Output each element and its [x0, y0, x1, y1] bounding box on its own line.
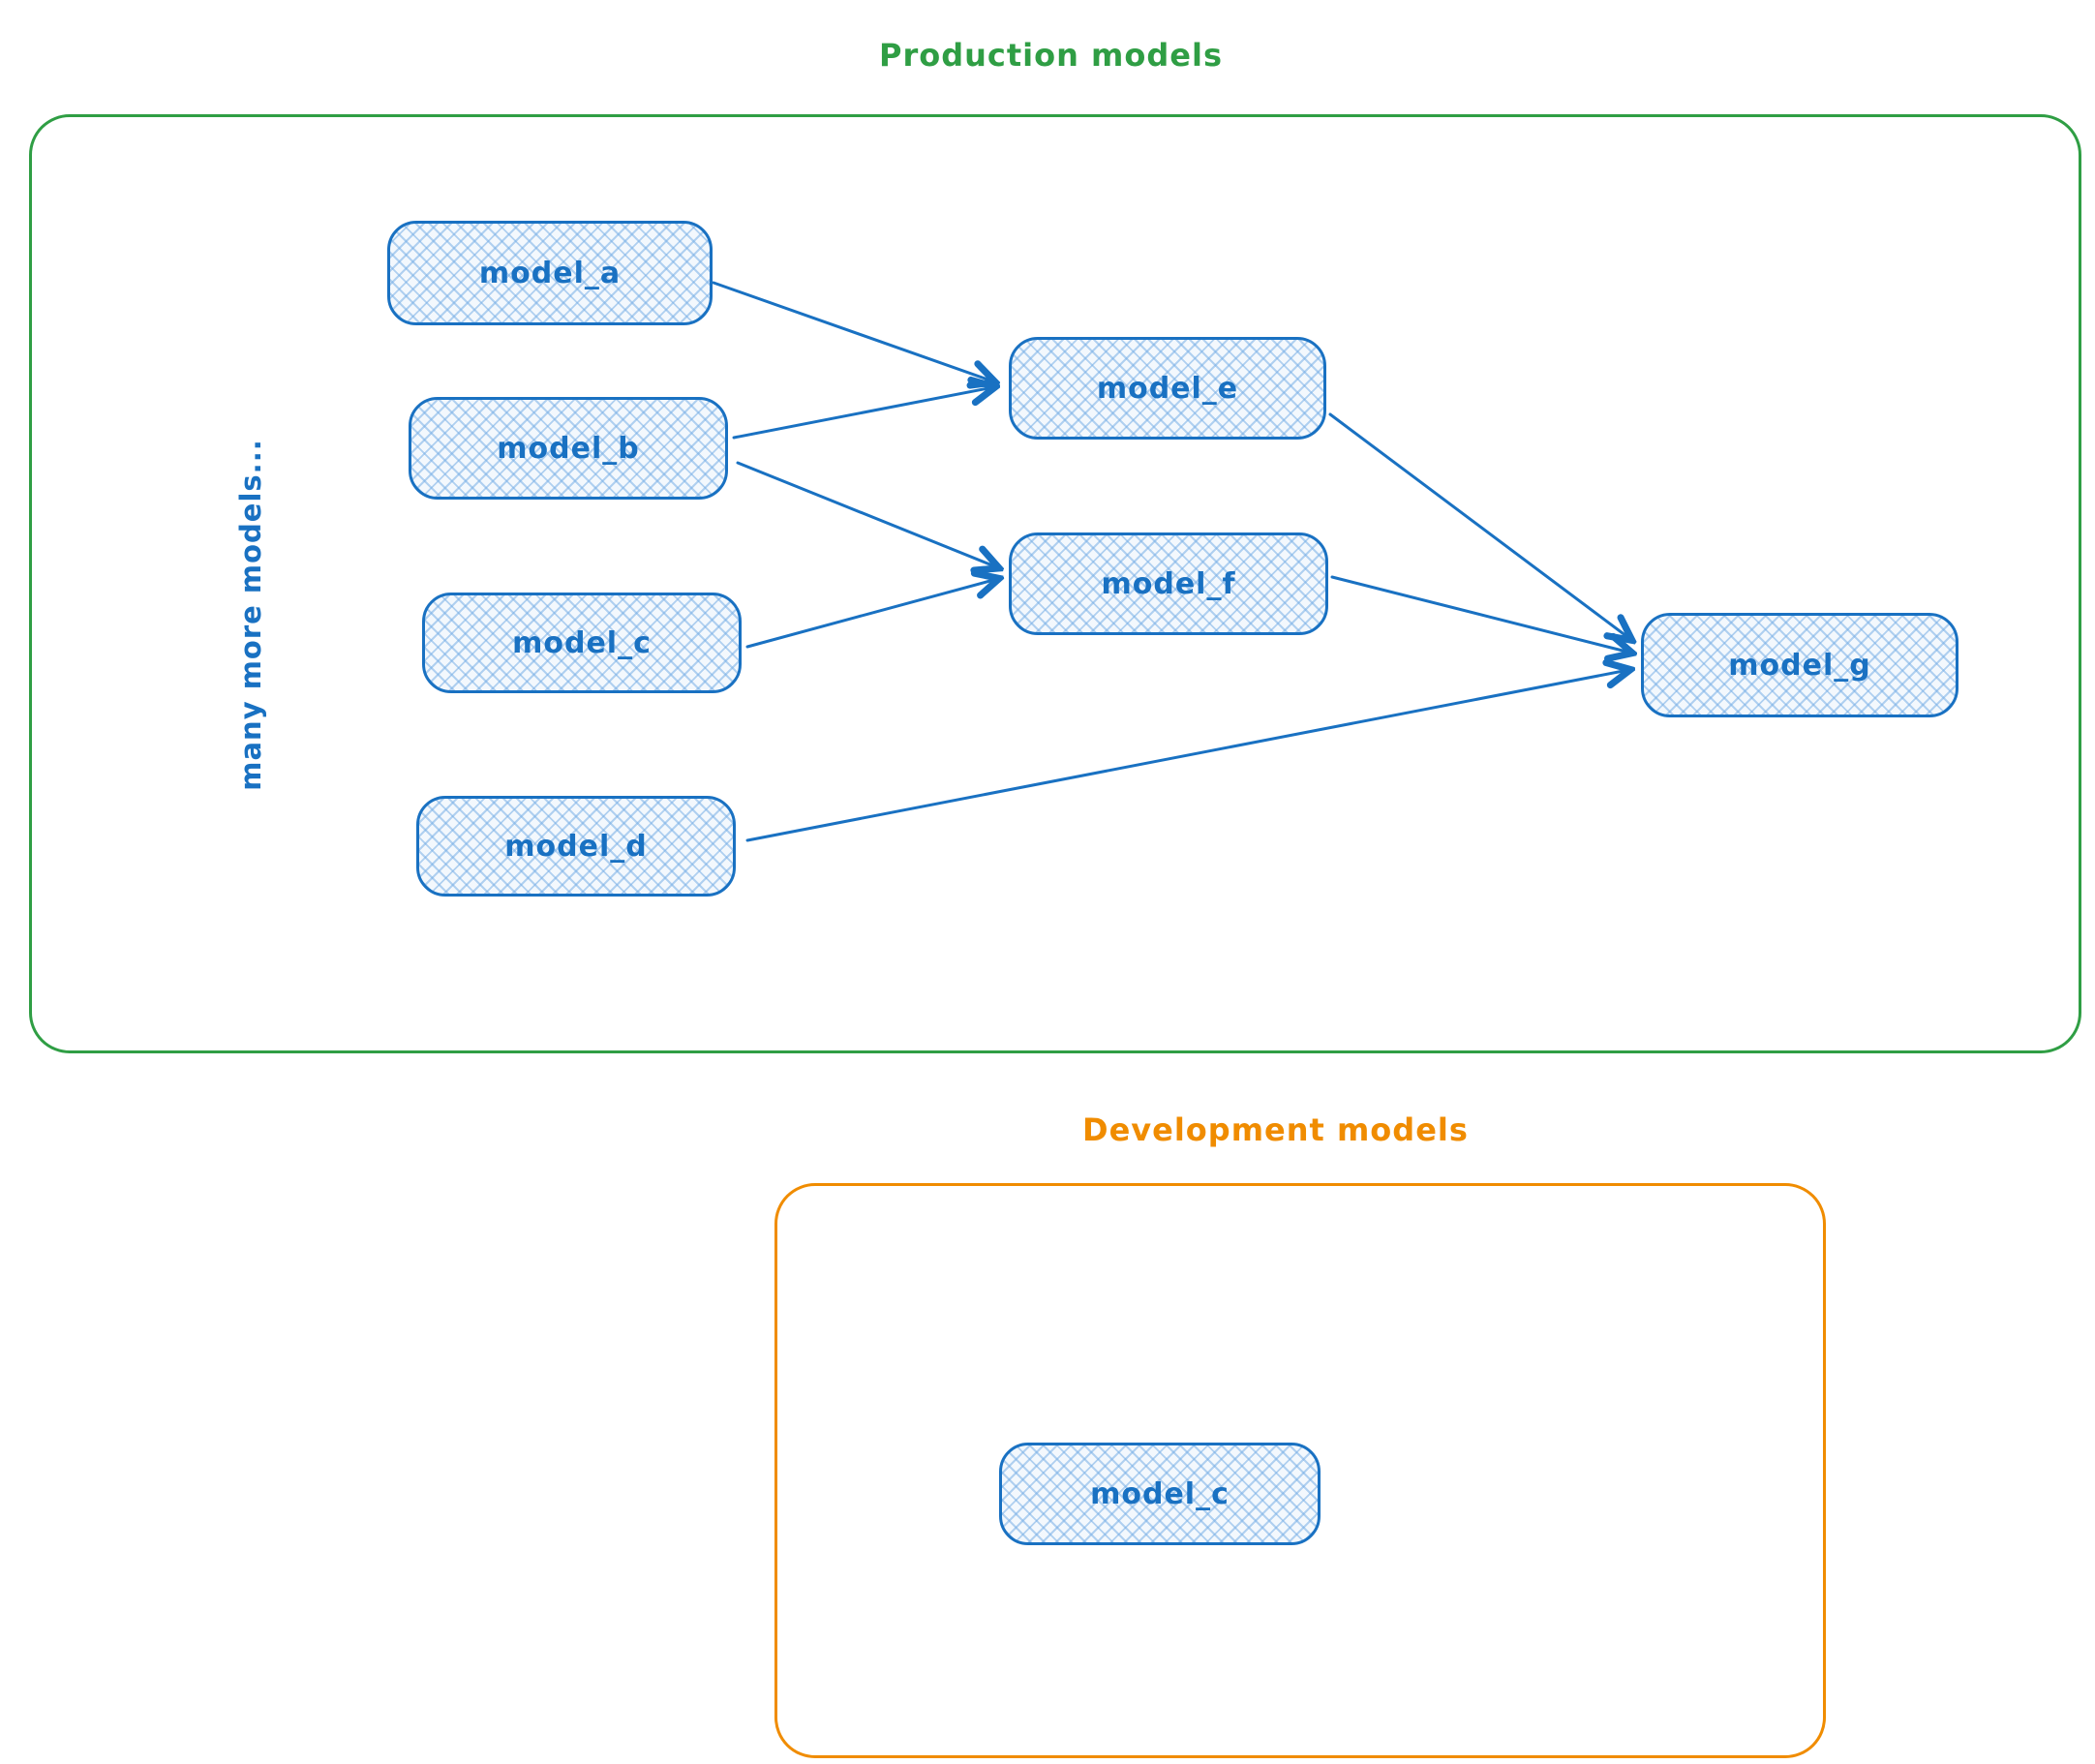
- many-more-models-note: many more models...: [234, 439, 267, 791]
- node-model_b: model_b: [409, 397, 728, 500]
- node-model_g: model_g: [1641, 613, 1958, 717]
- production-group-box: [29, 114, 2081, 1053]
- node-model_a-label: model_a: [478, 256, 622, 290]
- node-model_e-label: model_e: [1096, 371, 1239, 406]
- node-model_c-dev-label: model_c: [1090, 1476, 1230, 1511]
- node-model_c-label: model_c: [512, 625, 652, 660]
- development-group-box: [774, 1183, 1826, 1758]
- node-model_c-dev: model_c: [999, 1443, 1321, 1545]
- node-model_g-label: model_g: [1728, 648, 1871, 683]
- node-model_d-label: model_d: [504, 829, 648, 864]
- node-model_f: model_f: [1009, 532, 1328, 635]
- node-model_f-label: model_f: [1101, 566, 1236, 601]
- node-model_b-label: model_b: [497, 431, 640, 466]
- node-model_d: model_d: [416, 796, 736, 897]
- node-model_a: model_a: [387, 221, 713, 325]
- production-group-title: Production models: [879, 37, 1223, 74]
- node-model_e: model_e: [1009, 337, 1326, 440]
- development-group-title: Development models: [1082, 1111, 1469, 1148]
- node-model_c: model_c: [422, 593, 742, 693]
